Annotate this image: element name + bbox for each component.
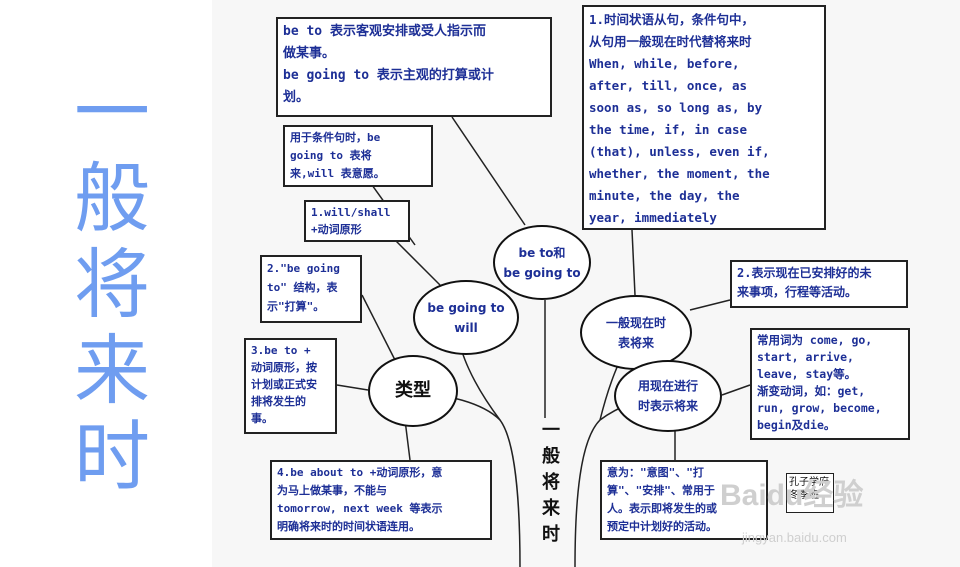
trunk-label: 一 般 将 来 时 (538, 418, 564, 548)
note-line: 排将发生的 (251, 395, 306, 408)
note-line: When, while, before, (589, 56, 740, 71)
note-line: 动词原形，按 (251, 361, 317, 374)
note-line: minute, the day, the (589, 188, 740, 203)
note-line: soon as, so long as, by (589, 100, 763, 115)
note-line: 从句用一般现在时代替将来时 (589, 34, 752, 49)
trunk-char: 将 (542, 472, 560, 493)
note-line: 渐变动词，如：get, (757, 384, 866, 398)
node-be-going-to-label: be going to will (427, 300, 505, 335)
note-verbs: 常用词为 come, go, start, arrive, leave, sta… (750, 328, 910, 440)
note-line: going to 表将 (290, 149, 372, 162)
note-line: 示"打算"。 (267, 300, 325, 313)
note-adverbial-clause: 1.时间状语从句，条件句中， 从句用一般现在时代替将来时 When, while… (582, 5, 826, 230)
note-line: 1.时间状语从句，条件句中， (589, 12, 755, 27)
node-be-to-label: be to和 be going to (503, 245, 581, 280)
type-2-box: 2."be going to" 结构，表 示"打算"。 (260, 255, 362, 323)
note-line: (that), unless, even if, (589, 144, 770, 159)
note-line: 明确将来时的时间状语连用。 (277, 520, 420, 533)
title-char: 般 (74, 154, 150, 243)
stamp-line: 冬季班 (789, 490, 819, 501)
type-4-box: 4.be about to +动词原形，意 为马上做某事，不能与 tomorro… (270, 460, 492, 540)
note-line: after, till, once, as (589, 78, 748, 93)
note-line: 2.表示现在已安排好的未 (737, 266, 872, 280)
note-line: leave, stay等。 (757, 367, 857, 381)
note-line: 算"、"安排"、常用于 (607, 484, 715, 497)
note-line: be to 表示客观安排或受人指示而 (283, 24, 486, 39)
watermark-url: jingyan.baidu.com (742, 530, 847, 545)
note-line: 意为："意图"、"打 (607, 466, 704, 479)
watermark-logo: Baidu经验 (720, 479, 864, 512)
note-line: 做某事。 (283, 46, 336, 61)
note-line: 划。 (283, 90, 310, 105)
note-line: 事。 (251, 412, 273, 425)
node-present-future: 一般现在时 表将来 (580, 295, 692, 370)
note-line: to" 结构，表 (267, 281, 338, 294)
note-line: year, immediately (589, 210, 717, 225)
note-intention: 意为："意图"、"打 算"、"安排"、常用于 人。表示即将发生的或 预定中计划好… (600, 460, 768, 540)
note-line: 2."be going (267, 262, 340, 275)
note-line: run, grow, become, (757, 401, 882, 415)
node-be-going-to: be going to will (413, 280, 519, 355)
note-line: +动词原形 (311, 223, 362, 236)
node-types: 类型 (368, 355, 458, 427)
page-title: 一 般 将 来 时 (62, 70, 162, 500)
trunk-char: 时 (542, 524, 560, 545)
trunk-char: 般 (542, 446, 560, 467)
note-line: 用于条件句时，be (290, 131, 381, 144)
stamp: 孔子学府 冬季班 (786, 473, 834, 513)
note-line: 4.be about to +动词原形，意 (277, 466, 443, 479)
note-line: 为马上做某事，不能与 (277, 484, 387, 497)
title-char: 来 (74, 326, 150, 415)
note-line: 计划或正式安 (251, 378, 317, 391)
note-line: start, arrive, (757, 350, 854, 364)
trunk-char: 来 (542, 498, 560, 519)
type-3-box: 3.be to + 动词原形，按 计划或正式安 排将发生的 事。 (244, 338, 337, 434)
note-be-to-vs-going: be to 表示客观安排或受人指示而 做某事。 be going to 表示主观… (276, 17, 552, 117)
node-be-to: be to和 be going to (493, 225, 591, 300)
title-char: 时 (74, 412, 150, 501)
note-line: tomorrow, next week 等表示 (277, 502, 443, 515)
note-line: whether, the moment, the (589, 166, 770, 181)
node-types-label: 类型 (395, 380, 431, 401)
note-line: 常用词为 come, go, (757, 333, 873, 347)
stamp-line: 孔子学府 (789, 477, 829, 488)
node-progressive-label: 用现在进行 时表示将来 (637, 379, 698, 413)
note-line: 1.will/shall (311, 206, 391, 219)
trunk-char: 一 (542, 420, 560, 441)
note-line: 来事项，行程等活动。 (737, 285, 858, 299)
note-line: 3.be to + (251, 344, 311, 357)
note-line: be going to 表示主观的打算或计 (283, 68, 494, 83)
note-scheduled: 2.表示现在已安排好的未 来事项，行程等活动。 (730, 260, 908, 308)
note-line: 来,will 表意愿。 (290, 167, 385, 180)
type-1-box: 1.will/shall +动词原形 (304, 200, 410, 242)
node-progressive: 用现在进行 时表示将来 (614, 360, 722, 432)
note-conditional: 用于条件句时，be going to 表将 来,will 表意愿。 (283, 125, 433, 187)
note-line: 预定中计划好的活动。 (607, 520, 717, 533)
node-present-future-label: 一般现在时 表将来 (605, 315, 666, 350)
note-line: the time, if, in case (589, 122, 748, 137)
title-char: 一 (74, 68, 150, 157)
note-line: begin及die。 (757, 418, 836, 432)
note-line: 人。表示即将发生的或 (607, 502, 717, 515)
title-char: 将 (74, 240, 150, 329)
